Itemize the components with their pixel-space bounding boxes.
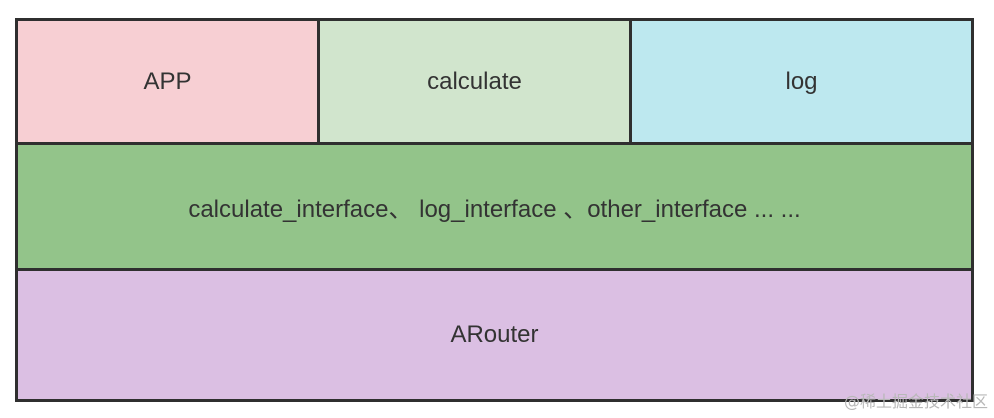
calculate-module-box: calculate xyxy=(317,18,632,145)
interface-layer-label: calculate_interface、 log_interface 、othe… xyxy=(188,196,801,223)
interface-layer-box: calculate_interface、 log_interface 、othe… xyxy=(15,142,974,271)
log-module-box: log xyxy=(629,18,974,145)
arouter-layer-box: ARouter xyxy=(15,268,974,402)
app-module-box: APP xyxy=(15,18,320,145)
calculate-module-label: calculate xyxy=(427,67,522,95)
arouter-layer-label: ARouter xyxy=(450,321,539,348)
log-module-label: log xyxy=(785,67,818,95)
watermark-text: @稀土掘金技术社区 xyxy=(843,392,988,411)
app-module-label: APP xyxy=(143,67,192,95)
